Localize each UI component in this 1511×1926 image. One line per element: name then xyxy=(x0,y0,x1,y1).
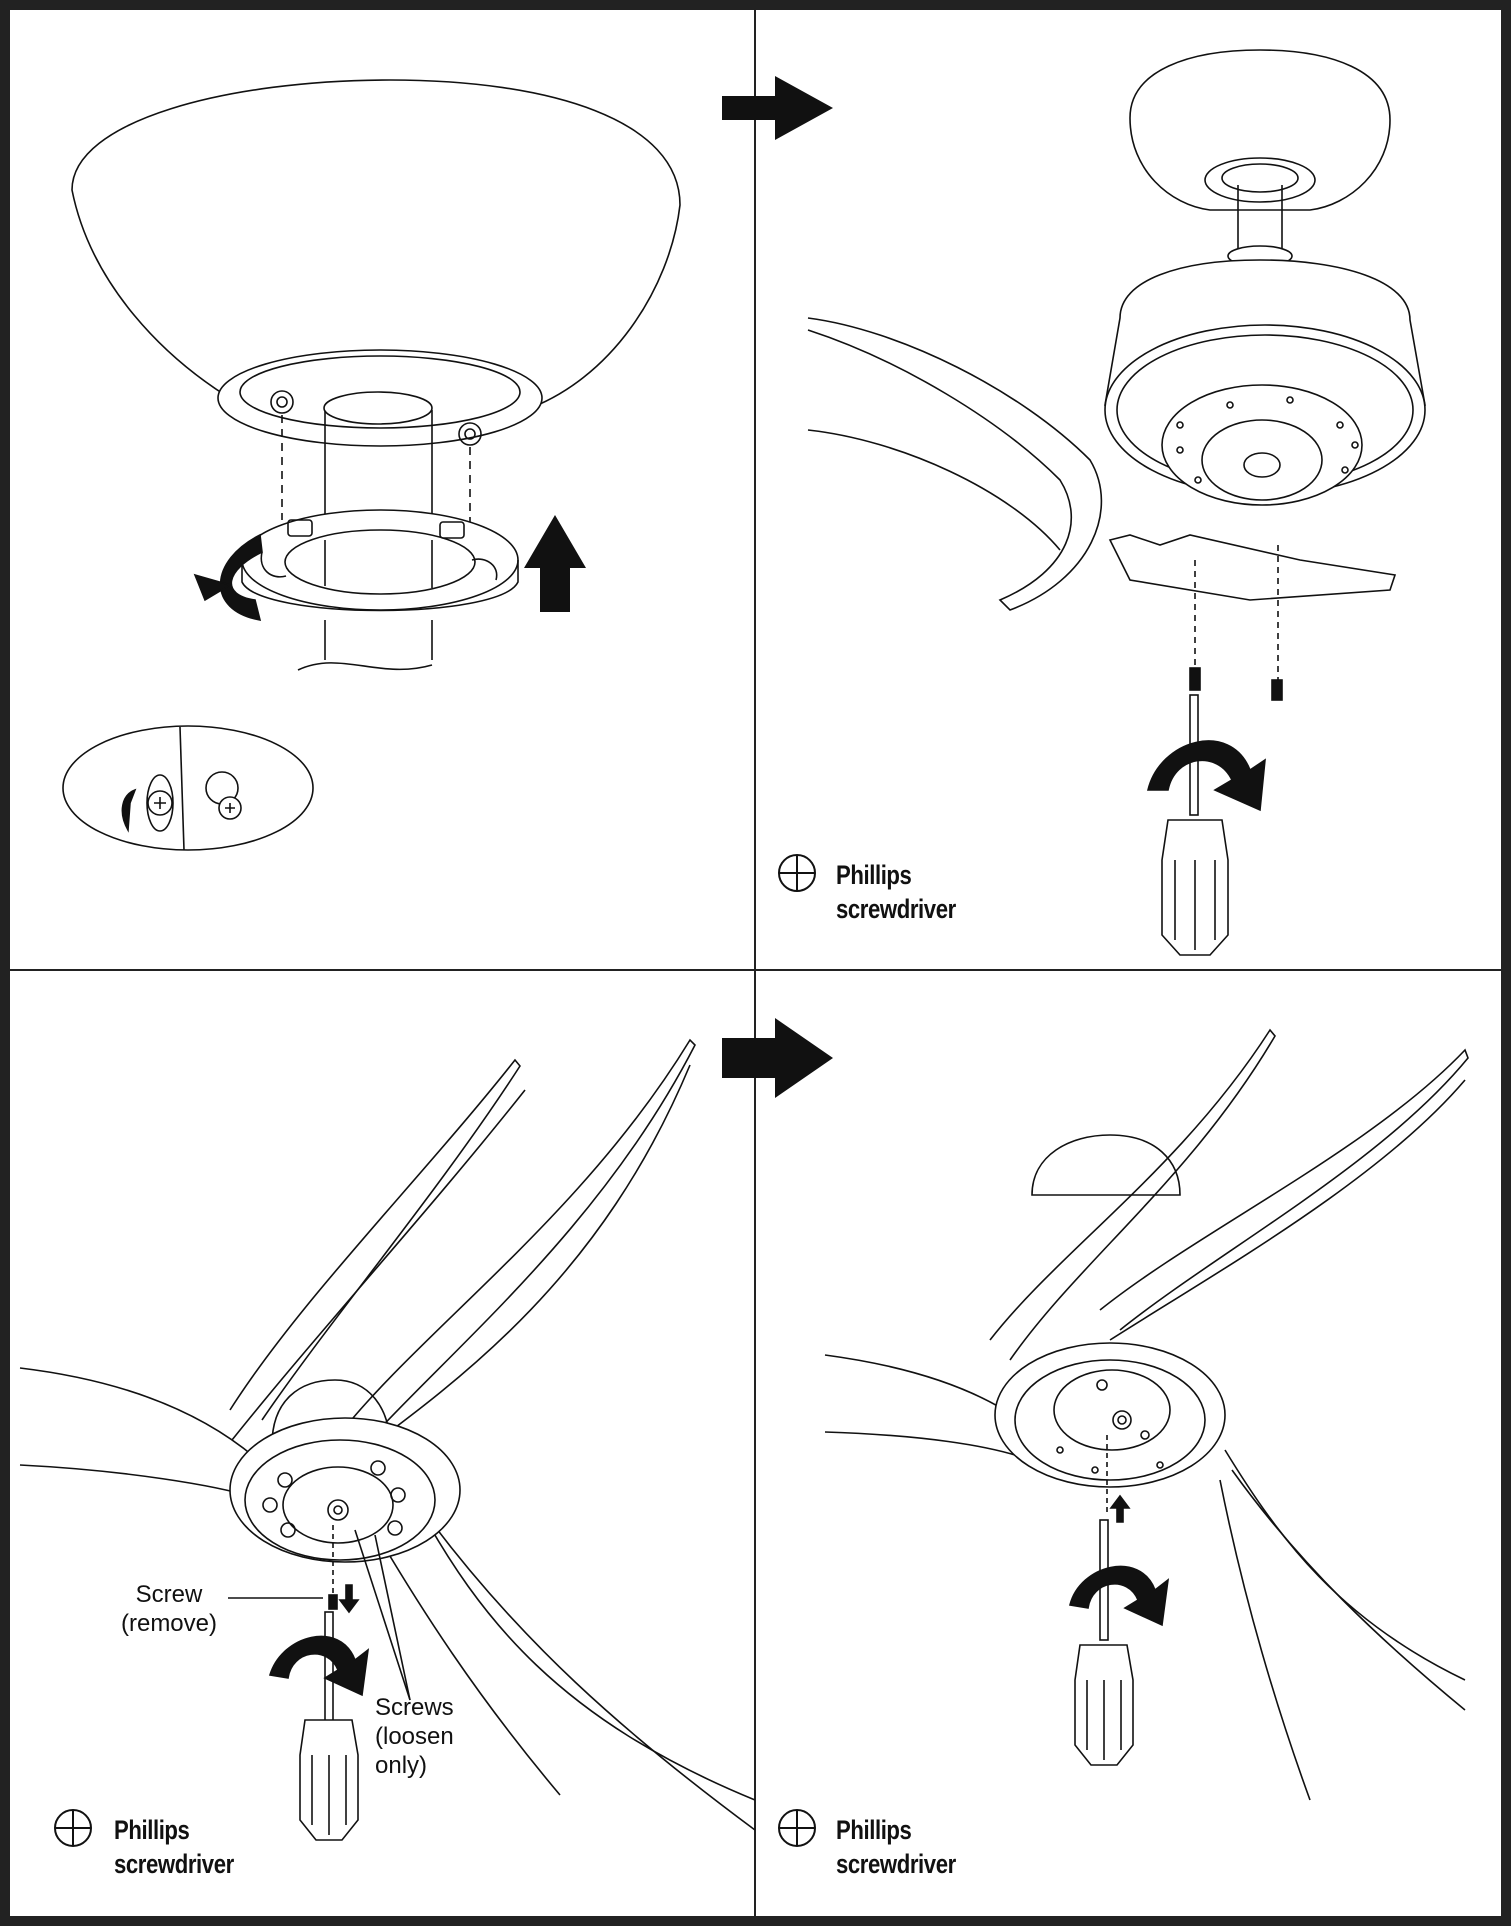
panel-4-illustration xyxy=(824,1028,1469,1801)
fan-blade xyxy=(807,317,1103,611)
tool-name-line1: Phillips xyxy=(836,860,912,890)
remove-screw xyxy=(328,1594,338,1610)
down-arrow xyxy=(338,1584,360,1614)
up-arrow xyxy=(1109,1494,1131,1523)
callout-line: (remove) xyxy=(120,1610,217,1637)
callout-line: Screws xyxy=(375,1694,454,1721)
tool-name-line2: screwdriver xyxy=(836,1849,956,1879)
canopy xyxy=(1031,1134,1181,1196)
screws-loosen-callout: Screws (loosen only) xyxy=(375,1693,454,1780)
downrod xyxy=(324,410,433,660)
screw-remove-callout: Screw (remove) xyxy=(113,1580,225,1638)
blade-screw-1 xyxy=(1189,667,1201,691)
phillips-head-icon xyxy=(54,1809,92,1847)
blade-left xyxy=(824,1354,1021,1421)
screwdriver xyxy=(1161,694,1229,956)
canopy-screw-right xyxy=(458,422,482,446)
motor-housing xyxy=(994,1342,1226,1488)
blade-upper-right xyxy=(334,1038,696,1451)
screwdriver xyxy=(1074,1519,1134,1766)
tool-name-line1: Phillips xyxy=(836,1815,912,1845)
panel-1-illustration xyxy=(62,79,681,851)
bracket-screws xyxy=(262,1460,406,1538)
coupling-ring xyxy=(241,509,519,612)
panel-2-tool-label: Phillips screwdriver xyxy=(836,858,956,926)
blade-upper xyxy=(229,1058,521,1421)
panel-3-illustration xyxy=(19,1038,756,1841)
rotate-arrow xyxy=(219,533,263,622)
keyhole-detail xyxy=(62,725,314,851)
panel-3-tool-label: Phillips screwdriver xyxy=(114,1813,234,1881)
canopy-screw-left xyxy=(270,390,294,414)
tool-name-line2: screwdriver xyxy=(836,894,956,924)
blade-left xyxy=(19,1367,259,1461)
canopy-dome xyxy=(71,79,681,411)
blade-screw-2 xyxy=(1271,679,1283,701)
screwdriver xyxy=(299,1611,359,1841)
turn-arrow xyxy=(1146,740,1266,812)
callout-line: only) xyxy=(375,1752,428,1779)
tool-name-line2: screwdriver xyxy=(114,1849,234,1879)
blade-upper-right xyxy=(1099,1048,1469,1331)
blade-right xyxy=(414,1499,756,1801)
turn-arrow xyxy=(1069,1565,1170,1627)
up-arrow xyxy=(524,515,586,612)
turn-arrow xyxy=(268,1635,370,1697)
callout-line: Screw xyxy=(135,1581,203,1608)
panel-4-tool-label: Phillips screwdriver xyxy=(836,1813,956,1881)
next-step-arrow-bottom xyxy=(722,1018,833,1098)
next-step-arrow-top xyxy=(722,76,833,140)
canopy xyxy=(1129,49,1391,211)
callout-line: (loosen xyxy=(375,1723,454,1750)
phillips-head-icon xyxy=(778,854,816,892)
blade-right xyxy=(1224,1449,1466,1681)
blade-upper xyxy=(989,1028,1276,1361)
tool-name-line1: Phillips xyxy=(114,1815,190,1845)
panel-2-illustration xyxy=(807,49,1426,956)
phillips-head-icon xyxy=(778,1809,816,1847)
blade-bracket xyxy=(1108,534,1397,601)
